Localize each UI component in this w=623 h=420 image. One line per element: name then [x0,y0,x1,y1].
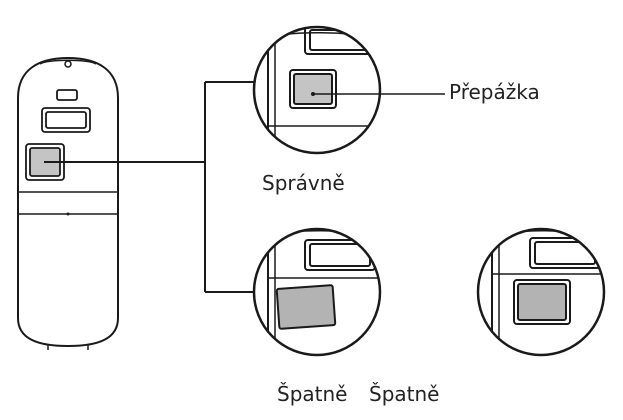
device-body [17,56,119,350]
partition-label: Přepážka [449,80,540,104]
wrong-detail-circle-1 [252,227,382,357]
wrong-detail-circle-2 [476,227,606,357]
wrong-label-1: Špatně [277,382,348,406]
correct-partition [293,73,333,105]
correct-label: Správně [262,171,345,195]
connector-lines [44,81,256,293]
correct-detail-circle [252,25,445,155]
wrong-label-2: Špatně [369,382,440,406]
partition-leader-dot [311,92,315,96]
device-top-slot [41,89,91,133]
wrong-partition-1 [275,284,337,330]
wrong-partition-2 [517,283,567,321]
